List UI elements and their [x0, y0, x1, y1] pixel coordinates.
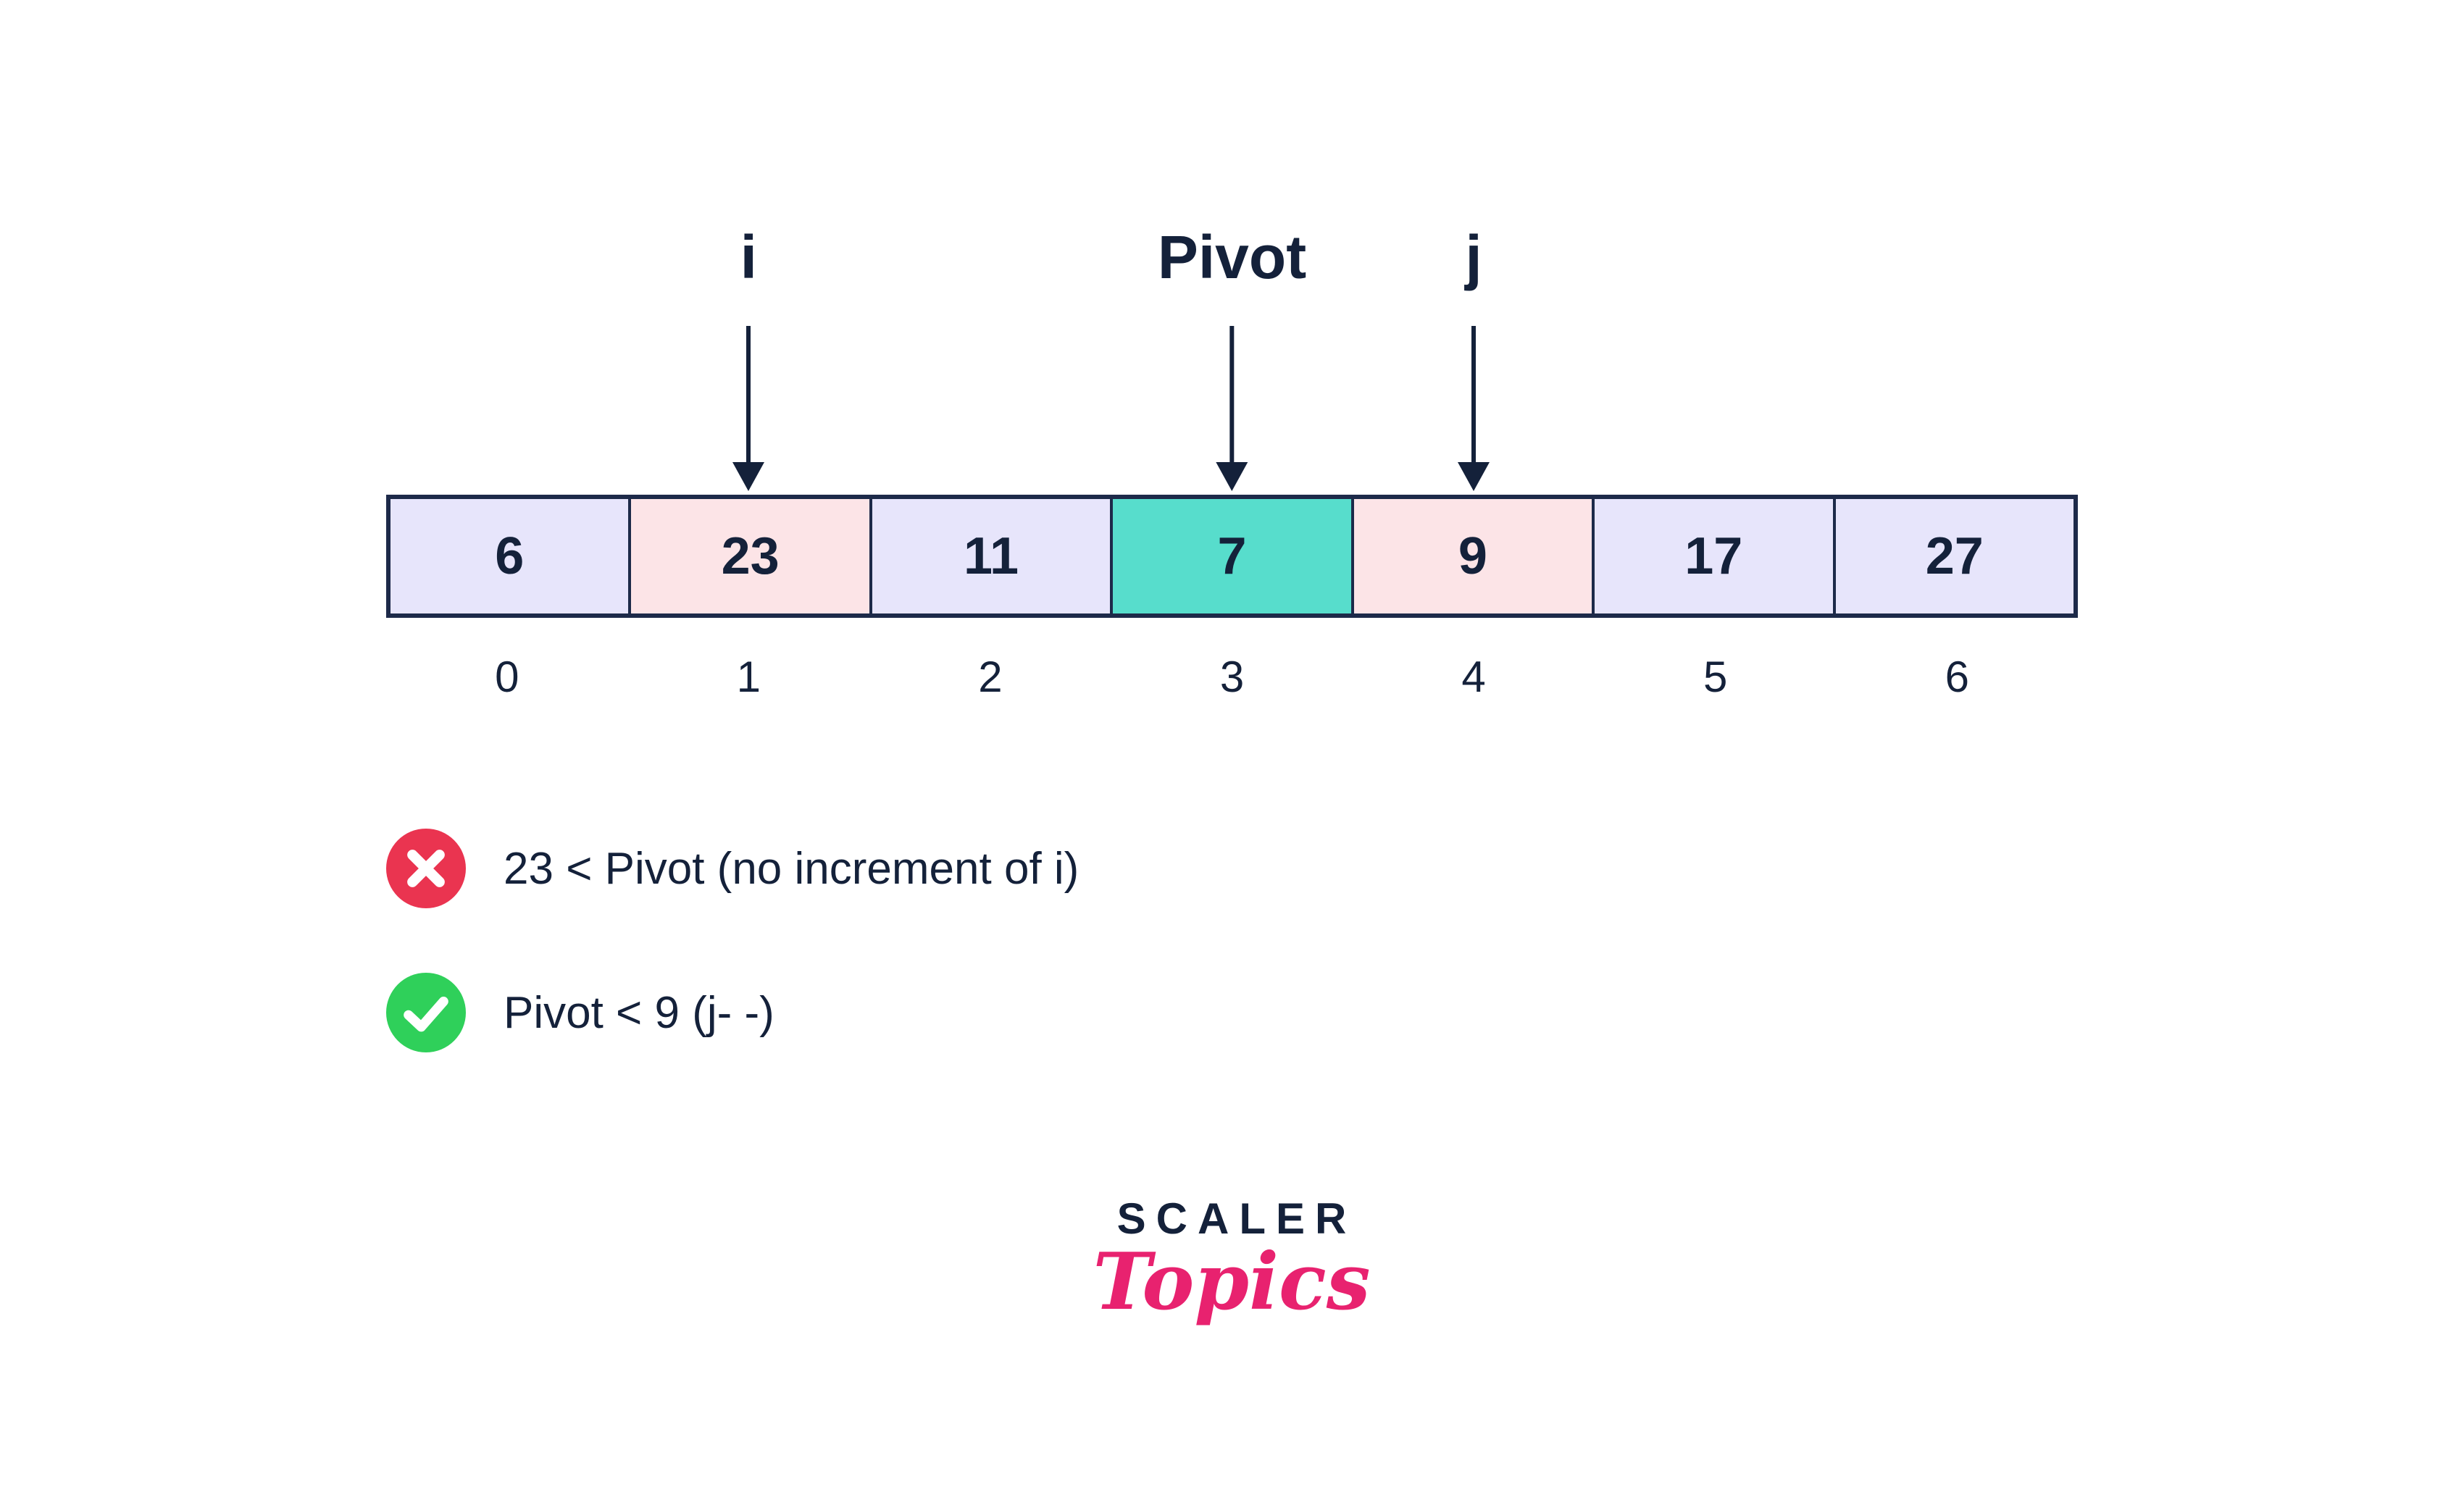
arrow-line: [1471, 326, 1477, 462]
arrow-line: [1229, 326, 1235, 462]
index-label-6: 6: [1945, 653, 1969, 701]
annotation-text: 23 < Pivot (no increment of i): [504, 843, 1079, 894]
array-cell-11: 11: [869, 499, 1111, 613]
array-cell-7: 7: [1110, 499, 1351, 613]
index-label-4: 4: [1461, 653, 1486, 701]
annotation-fail: 23 < Pivot (no increment of i): [386, 829, 1079, 908]
logo-wordmark: SCALER: [1116, 1194, 1357, 1243]
index-label-0: 0: [495, 653, 519, 701]
logo-script: Topics: [1093, 1236, 1371, 1328]
scaler-topics-logo: SCALER Topics: [1093, 1194, 1370, 1329]
pointer-label-i: i: [740, 223, 758, 291]
arrow-down-icon: [1458, 462, 1490, 491]
arrow-down-icon: [732, 462, 765, 491]
array-cell-27: 27: [1832, 499, 2073, 613]
index-row: 0 1 2 3 4 5 6: [386, 648, 2078, 706]
annotation-pass: Pivot < 9 (j- -): [386, 973, 774, 1052]
pointer-label-j: j: [1465, 223, 1482, 291]
index-label-3: 3: [1219, 653, 1245, 701]
index-label-5: 5: [1703, 653, 1728, 701]
array-cell-6: 6: [391, 499, 629, 613]
annotation-text: Pivot < 9 (j- -): [504, 987, 774, 1038]
pointer-pivot: Pivot: [1158, 217, 1306, 491]
index-label-2: 2: [978, 653, 1003, 701]
array-cell-9: 9: [1350, 499, 1592, 613]
cross-icon: [386, 829, 466, 908]
arrow-down-icon: [1216, 462, 1248, 491]
pointer-label-pivot: Pivot: [1157, 223, 1307, 291]
arrow-line: [746, 326, 751, 462]
pointer-i: i: [732, 217, 765, 491]
check-icon: [386, 973, 466, 1052]
array-cell-17: 17: [1592, 499, 1833, 613]
index-label-1: 1: [736, 653, 761, 701]
pointer-j: j: [1458, 217, 1490, 491]
array-cell-23: 23: [628, 499, 869, 613]
